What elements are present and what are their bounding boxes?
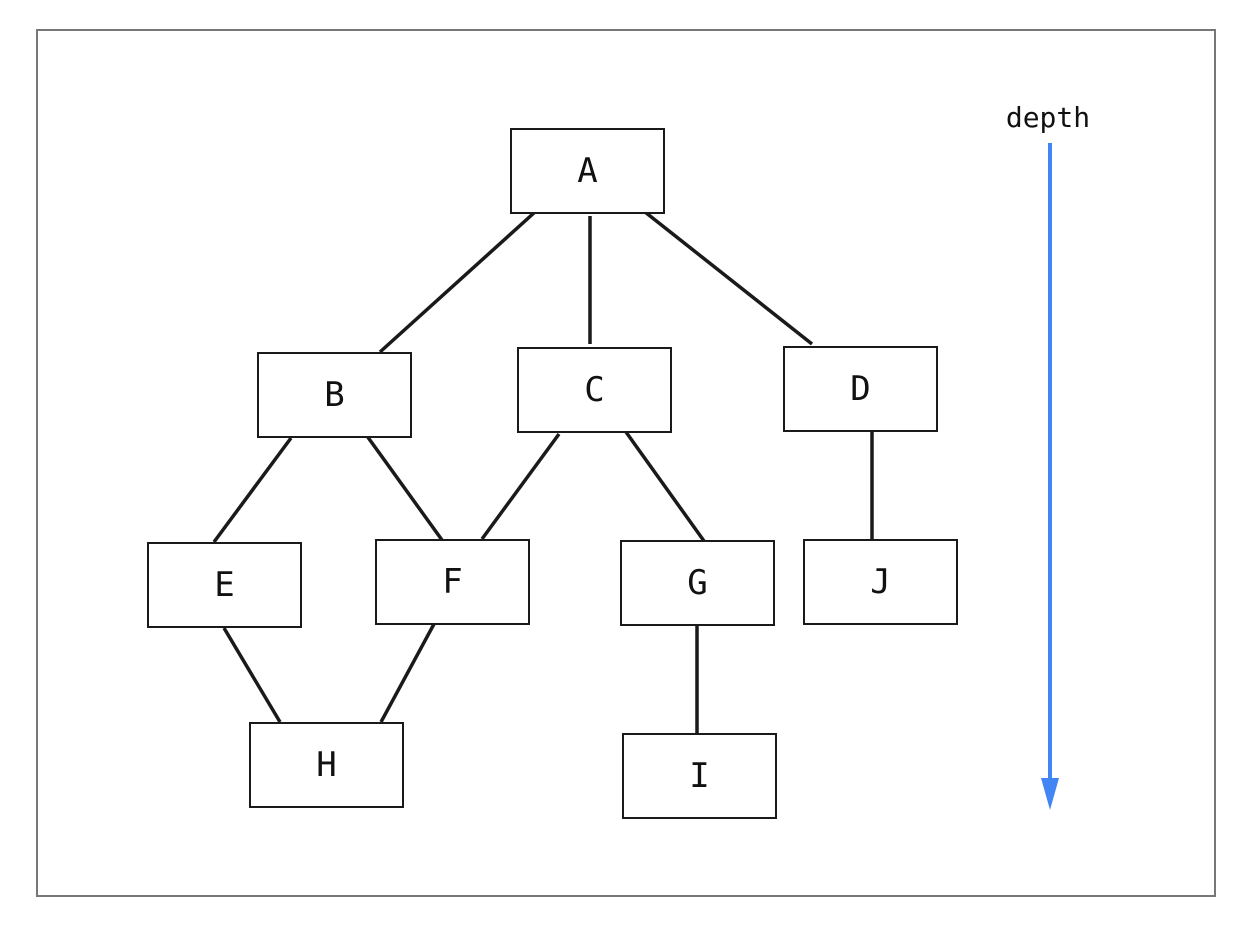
depth-axis: depth xyxy=(1006,101,1090,810)
node-d: D xyxy=(783,346,938,432)
node-j: J xyxy=(803,539,958,625)
node-label: F xyxy=(442,562,462,602)
node-box xyxy=(783,346,938,432)
node-label: E xyxy=(214,565,234,605)
node-label: D xyxy=(850,369,870,409)
node-box xyxy=(620,540,775,626)
node-box xyxy=(510,128,665,214)
depth-axis-label: depth xyxy=(1006,101,1090,134)
node-label: H xyxy=(316,745,336,785)
node-g: G xyxy=(620,540,775,626)
node-label: B xyxy=(324,375,344,415)
node-f: F xyxy=(375,539,530,625)
node-label: A xyxy=(577,151,597,191)
node-box xyxy=(147,542,302,628)
edge-b-e xyxy=(212,436,293,544)
edge-b-f xyxy=(365,434,444,542)
node-label: G xyxy=(687,563,707,603)
node-box xyxy=(375,539,530,625)
edge-f-h xyxy=(379,623,436,723)
node-box xyxy=(257,352,412,438)
edge-c-g xyxy=(624,430,706,543)
node-e: E xyxy=(147,542,302,628)
edge-a-d xyxy=(643,210,814,346)
nodes-layer: A B C D E F G J H I xyxy=(147,128,958,819)
node-box xyxy=(249,722,404,808)
node-a: A xyxy=(510,128,665,214)
node-box xyxy=(803,539,958,625)
node-label: J xyxy=(870,562,890,602)
node-label: I xyxy=(689,756,709,796)
edge-a-b xyxy=(378,210,537,354)
node-c: C xyxy=(517,347,672,433)
node-i: I xyxy=(622,733,777,819)
node-box xyxy=(622,733,777,819)
edges-layer xyxy=(212,210,874,734)
node-box xyxy=(517,347,672,433)
node-label: C xyxy=(584,370,604,410)
edge-c-f xyxy=(480,432,561,541)
depth-arrow-head-icon xyxy=(1041,778,1059,810)
node-h: H xyxy=(249,722,404,808)
node-b: B xyxy=(257,352,412,438)
edge-e-h xyxy=(222,627,282,723)
